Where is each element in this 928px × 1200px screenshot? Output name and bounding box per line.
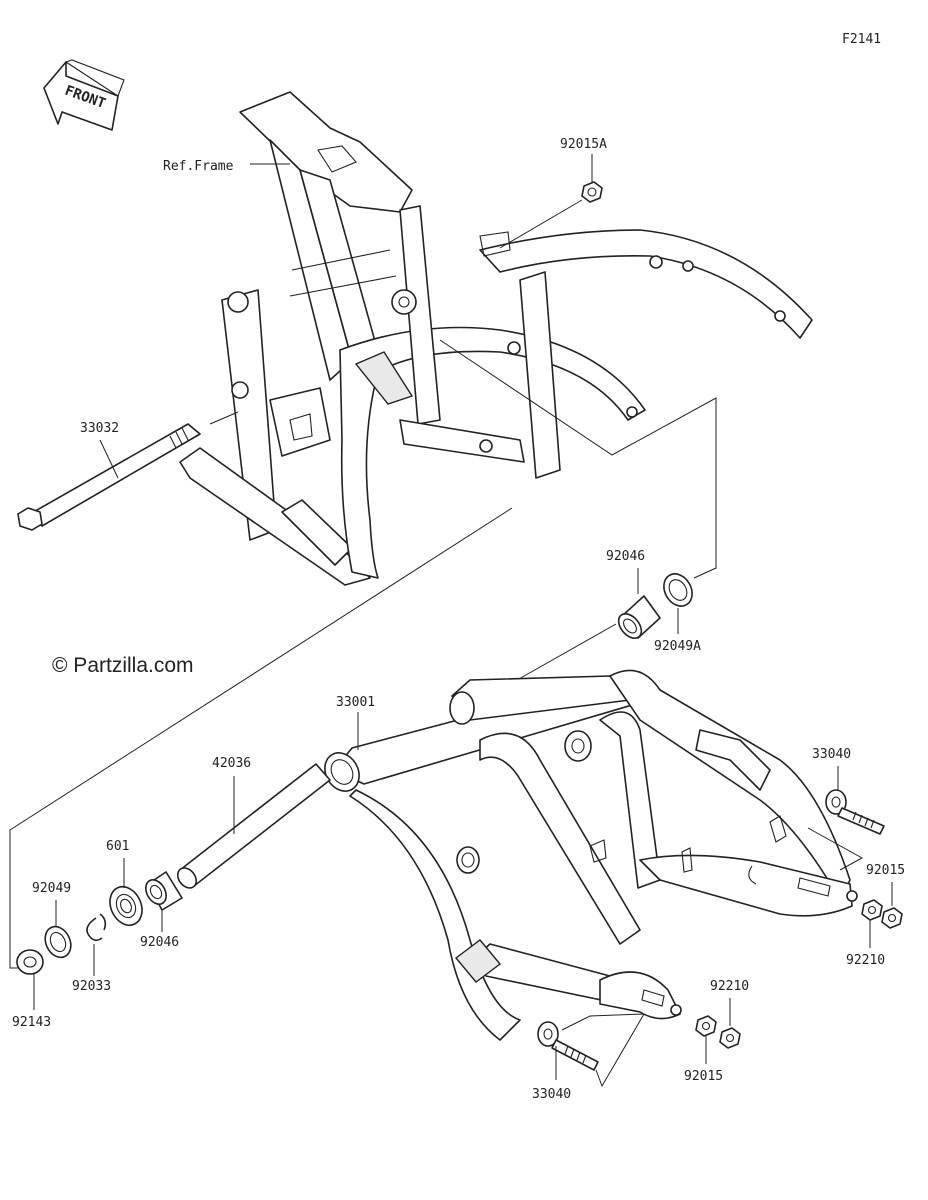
callout-92210-bottom: 92015 [684,1069,723,1084]
nut-92015-right[interactable] [881,907,903,929]
callout-92049: 92049 [32,881,71,896]
collar-92143[interactable] [16,949,44,975]
callout-42036: 42036 [212,756,251,771]
nut-92210-right[interactable] [861,899,883,921]
callout-92143: 92143 [12,1015,51,1030]
callout-33001: 33001 [336,695,375,710]
sleeve-42036[interactable] [174,763,331,892]
callout-92015-bottom: 92210 [710,979,749,994]
callout-92015-right: 92015 [866,863,905,878]
callout-33032: 33032 [80,421,119,436]
diagram-code: F2141 [842,32,881,47]
callout-92033: 92033 [72,979,111,994]
nut-92015a[interactable] [581,181,603,203]
front-arrow-icon: FRONT [43,59,125,131]
circlip-92033[interactable] [86,913,107,942]
frame-reference-drawing [179,91,813,586]
callout-33040-bottom: 33040 [532,1087,571,1102]
callout-92015a: 92015A [560,137,607,152]
callout-92046-lower: 92046 [140,935,179,950]
chain-adjuster-33040-right[interactable] [825,789,885,835]
callout-601: 601 [106,839,129,854]
seal-92049a[interactable] [658,569,698,611]
chain-adjuster-33040-bottom[interactable] [537,1021,599,1071]
callout-92046-top: 92046 [606,549,645,564]
callout-92049a: 92049A [654,639,701,654]
pivot-shaft-33032[interactable] [17,423,201,531]
callout-92210-right: 92210 [846,953,885,968]
frame-ref-label: Ref.Frame [163,159,234,174]
callout-33040-right: 33040 [812,747,851,762]
nut-92015-bottom[interactable] [719,1027,741,1049]
copyright-text: © Partzilla.com [52,654,194,677]
seal-92049[interactable] [40,922,75,961]
needle-bearing-92046-lower[interactable] [142,871,183,911]
swingarm-33001[interactable] [318,669,858,1041]
bearing-601[interactable] [104,882,148,931]
nut-92210-bottom[interactable] [695,1015,717,1037]
needle-bearing-92046-top[interactable] [614,595,661,643]
